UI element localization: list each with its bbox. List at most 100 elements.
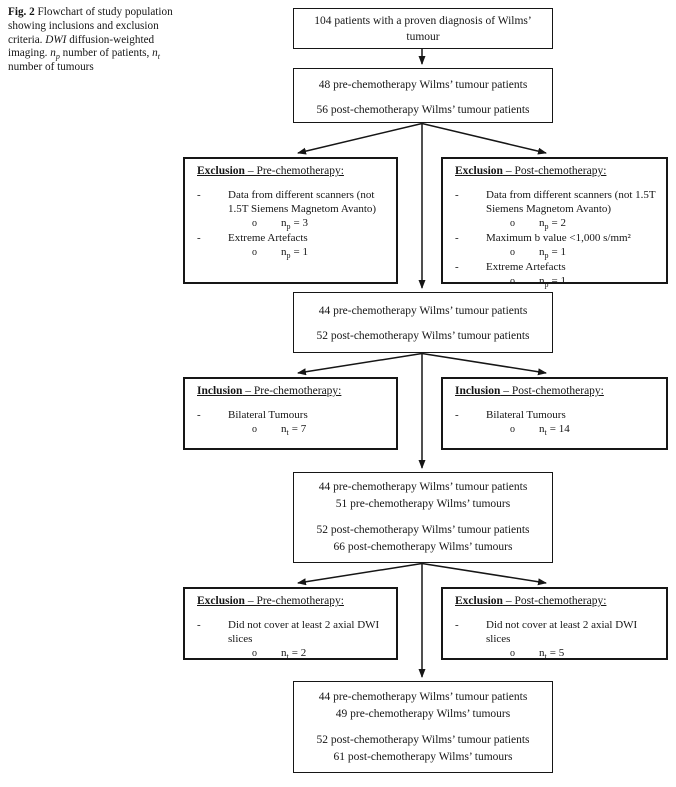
inclusion-box-post-chemo: Inclusion – Post-chemotherapy: - Bilater… [441,377,668,450]
flow-box-line: 66 post-chemotherapy Wilms’ tumours [333,541,513,553]
count-expression: np= 1 [539,246,566,261]
count-value: = 2 [291,647,307,659]
dash-bullet: - [455,619,459,631]
criteria-item-text: Did not cover at least 2 axial DWI slice… [228,619,380,645]
count-expression: np= 3 [281,217,308,232]
dash-bullet: - [455,232,459,244]
caption-text: diffusion-weighted imaging. [8,33,155,60]
count-value: = 1 [293,246,308,258]
count-expression: nt= 5 [539,647,564,661]
criteria-title: Inclusion – Post-chemotherapy: [455,384,658,398]
count-value: = 14 [549,423,570,435]
count-subscript: t [286,652,289,662]
criteria-item: - Extreme Artefacts [197,231,388,245]
criteria-title: Exclusion – Pre-chemotherapy: [197,594,388,608]
flow-box-line: 52 post-chemotherapy Wilms’ tumour patie… [316,524,530,536]
criteria-keyword: Inclusion [455,385,501,397]
count-symbol: n [281,647,287,659]
caption-abbr-dwi: DWI [45,33,67,46]
caption-text: number of patients, [59,47,153,60]
criteria-count: o nt= 14 [455,422,658,437]
criteria-item: - Data from different scanners (not 1.5T… [455,188,658,216]
arrow-to-exclusion-pre-2 [297,562,423,586]
count-symbol: n [539,217,545,229]
criteria-count: o np= 2 [455,216,658,231]
count-value: = 7 [291,423,307,435]
circle-bullet: o [510,218,515,229]
flow-box-line: 44 pre-chemotherapy Wilms’ tumour patien… [318,305,528,317]
flow-box-line: 44 pre-chemotherapy Wilms’ tumour patien… [318,481,528,493]
flow-box-final-cohort: 44 pre-chemotherapy Wilms’ tumour patien… [293,681,553,773]
count-subscript: p [286,222,291,232]
caption-symbol-np: n [50,47,56,60]
criteria-item-text: Data from different scanners (not 1.5T S… [228,189,377,215]
criteria-keyword: Inclusion [197,385,243,397]
count-symbol: n [539,423,545,435]
circle-bullet: o [510,247,515,258]
criteria-count: o np= 1 [455,274,658,289]
count-symbol: n [281,217,287,229]
criteria-item-text: Extreme Artefacts [486,261,566,273]
flow-box-line: 56 post-chemotherapy Wilms’ tumour patie… [316,104,530,116]
dash-bullet: - [197,409,201,421]
count-symbol: n [281,423,287,435]
criteria-title-rest: – Post-chemotherapy: [502,165,607,177]
count-subscript: p [544,251,549,261]
flow-box-line: 48 pre-chemotherapy Wilms’ tumour patien… [318,79,528,91]
exclusion-box-post-chemo-2: Exclusion – Post-chemotherapy: - Did not… [441,587,668,661]
arrow-to-inclusion-pre [297,352,423,376]
figure-label: Fig. 2 [8,6,35,18]
caption-symbol-nt: n [152,47,158,60]
count-value: = 3 [293,217,308,229]
criteria-title: Exclusion – Post-chemotherapy: [455,164,658,178]
count-subscript: p [544,222,549,232]
count-subscript: p [544,280,549,290]
exclusion-box-pre-chemo-1: Exclusion – Pre-chemotherapy: - Data fro… [183,157,398,284]
dash-bullet: - [455,261,459,273]
criteria-item-text: Did not cover at least 2 axial DWI slice… [486,619,638,645]
count-expression: np= 1 [281,246,308,260]
criteria-title-rest: – Pre-chemotherapy: [244,595,344,607]
circle-bullet: o [510,424,515,435]
criteria-title: Exclusion – Post-chemotherapy: [455,594,658,608]
count-symbol: n [539,647,545,659]
flow-box-line: tumour [406,31,440,43]
flow-box-line: 52 post-chemotherapy Wilms’ tumour patie… [316,734,530,746]
criteria-title-rest: – Pre-chemotherapy: [242,385,342,397]
count-expression: np= 1 [539,275,566,290]
circle-bullet: o [510,276,515,287]
count-symbol: n [539,275,545,287]
flow-box-line: 104 patients with a proven diagnosis of … [314,15,532,27]
criteria-item: - Did not cover at least 2 axial DWI sli… [197,618,388,646]
count-subscript: t [286,428,289,438]
caption-text: Flowchart of study population showing in… [8,6,173,46]
criteria-count: o np= 3 [197,216,388,231]
exclusion-box-pre-chemo-2: Exclusion – Pre-chemotherapy: - Did not … [183,587,398,661]
count-expression: np= 2 [539,217,566,232]
caption-text: number of tumours [8,61,94,74]
circle-bullet: o [252,218,257,229]
criteria-item-text: Bilateral Tumours [228,409,308,421]
criteria-count: o nt= 5 [455,646,658,661]
circle-bullet: o [510,648,515,659]
count-expression: nt= 14 [539,423,570,438]
count-expression: nt= 7 [281,423,307,438]
caption-subscript-t: t [157,52,160,62]
count-subscript: t [544,428,547,438]
arrow-to-exclusion-pre-1 [297,122,423,155]
criteria-title-rest: – Post-chemotherapy: [500,385,604,397]
criteria-keyword: Exclusion [455,595,503,607]
dash-bullet: - [455,189,459,201]
count-value: = 1 [551,246,566,258]
arrow-to-exclusion-post-2 [421,562,547,586]
dash-bullet: - [455,409,459,421]
criteria-keyword: Exclusion [197,165,245,177]
figure-caption: Fig. 2 Flowchart of study population sho… [8,6,192,75]
flow-box-initial-cohort: 48 pre-chemotherapy Wilms’ tumour patien… [293,68,553,123]
criteria-item-text: Maximum b value <1,000 s/mm² [486,232,631,244]
